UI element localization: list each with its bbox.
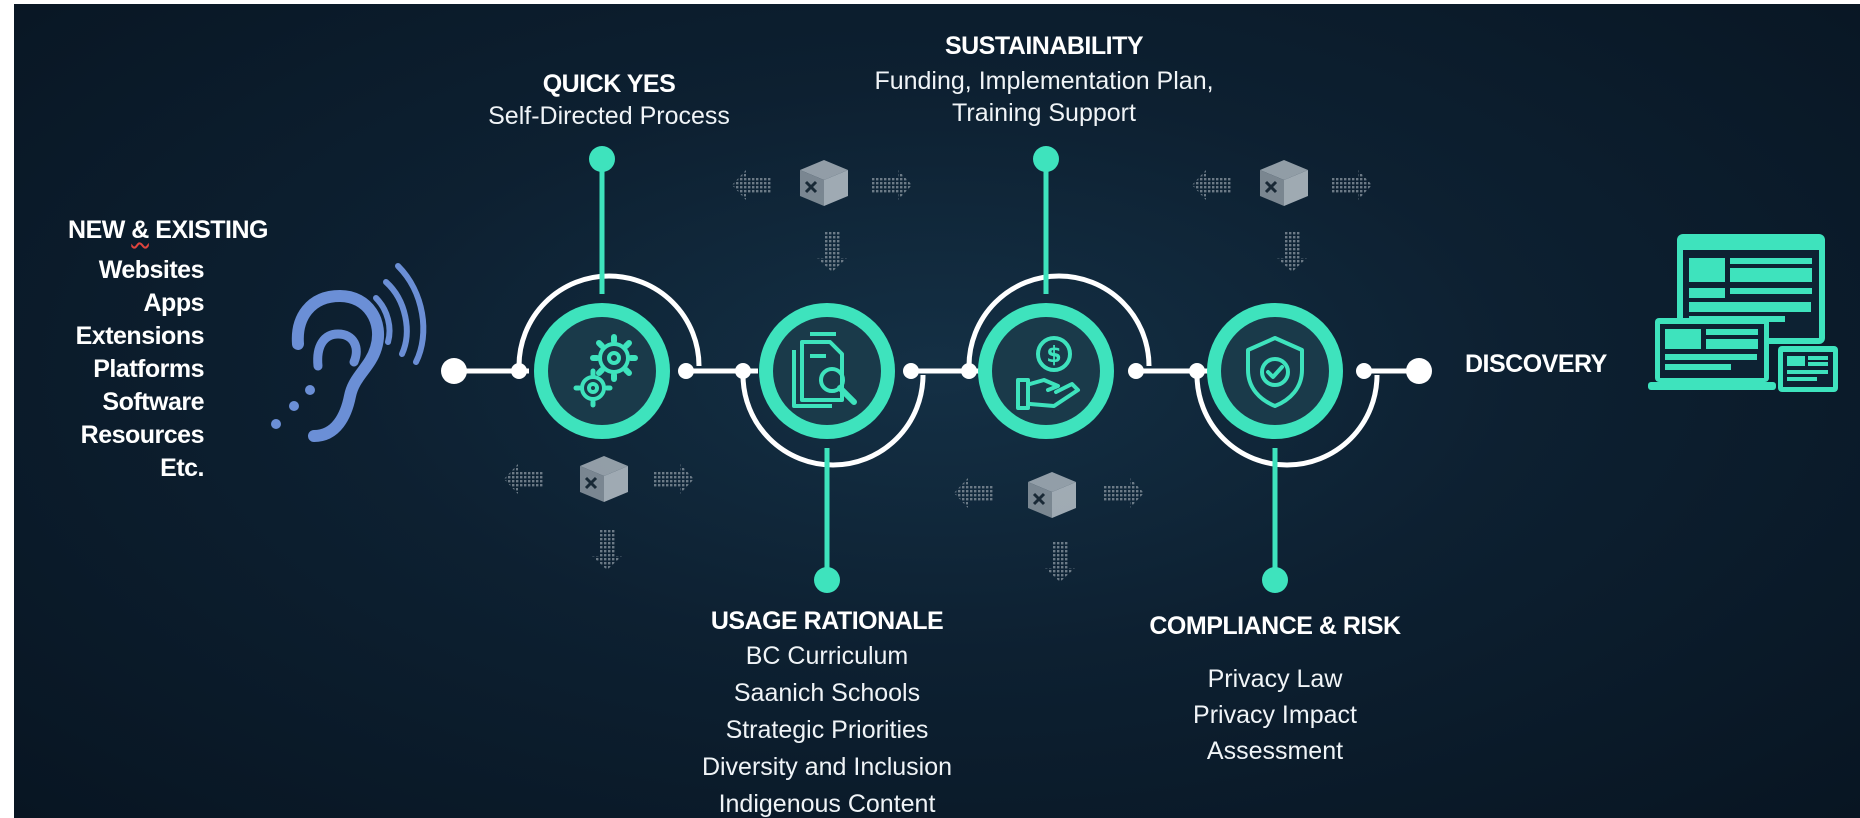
left-title-suffix: EXISTING: [148, 216, 268, 244]
stem-dots: [589, 146, 1288, 593]
stage-title: COMPLIANCE & RISK: [1149, 612, 1401, 640]
left-title-amp: &: [131, 216, 149, 244]
hand-dollar-icon: $: [1016, 336, 1080, 410]
stage-title: QUICK YES: [542, 70, 676, 98]
list-item: Extensions: [75, 322, 205, 350]
document-search-icon: [792, 332, 857, 408]
stage-circle-compliance-risk: [1207, 303, 1343, 439]
stage-lines: BC Curriculum Saanich Schools Strategic …: [677, 638, 977, 818]
left-title-prefix: NEW: [68, 216, 132, 244]
stage-line: Funding, Implementation Plan,: [874, 67, 1214, 95]
decor-group-4: [954, 470, 1144, 582]
process-diagram: $: [14, 4, 1860, 818]
junction-dots: [511, 363, 1372, 379]
stage-line: Assessment: [1206, 737, 1344, 765]
devices-icon: [1648, 234, 1838, 392]
list-item: Apps: [143, 289, 205, 317]
stage-label-sustainability: SUSTAINABILITY Funding, Implementation P…: [844, 32, 1244, 129]
stage-line: Saanich Schools: [733, 679, 921, 707]
stage-line: Indigenous Content: [718, 790, 936, 818]
diagram-graphics: $: [271, 146, 1838, 593]
list-item: Platforms: [93, 355, 204, 383]
svg-text:$: $: [1046, 343, 1061, 368]
list-item: Software: [102, 388, 204, 416]
left-block-list: Websites Apps Extensions Platforms Softw…: [14, 254, 205, 485]
list-item: Etc.: [160, 454, 204, 482]
list-item: Resources: [80, 421, 205, 449]
stage-label-usage-rationale: USAGE RATIONALE BC Curriculum Saanich Sc…: [677, 604, 977, 818]
stage-label-quick-yes: QUICK YES Self-Directed Process: [464, 70, 754, 131]
stage-circle-sustainability: [978, 303, 1114, 439]
start-dot: [441, 358, 467, 384]
end-dot: [1406, 358, 1432, 384]
stage-line: Strategic Priorities: [725, 716, 929, 744]
stage-line: Self-Directed Process: [488, 102, 730, 130]
decor-group-1: [732, 158, 912, 272]
stage-title: USAGE RATIONALE: [710, 607, 944, 635]
decor-group-2: [1192, 158, 1372, 272]
shield-check-icon: [1246, 336, 1304, 408]
decor-group-3: [504, 454, 694, 570]
stage-line: Diversity and Inclusion: [701, 753, 953, 781]
left-block-title: NEW & EXISTING: [32, 216, 268, 245]
stage-line: Privacy Impact: [1193, 701, 1357, 729]
stems: [599, 161, 1278, 579]
stage-title: SUSTAINABILITY: [944, 32, 1144, 60]
ear-listening-icon: [271, 263, 427, 442]
stage-lines: Privacy Law Privacy Impact Assessment: [1115, 661, 1435, 769]
stage-line: Training Support: [952, 99, 1136, 127]
list-item: Websites: [98, 256, 205, 284]
stage-line: BC Curriculum: [745, 642, 909, 670]
stage-line: Privacy Law: [1207, 665, 1343, 693]
end-label-discovery: DISCOVERY: [1465, 350, 1607, 378]
gears-icon: [573, 334, 638, 408]
stage-label-compliance-risk: COMPLIANCE & RISK Privacy Law Privacy Im…: [1115, 612, 1435, 769]
